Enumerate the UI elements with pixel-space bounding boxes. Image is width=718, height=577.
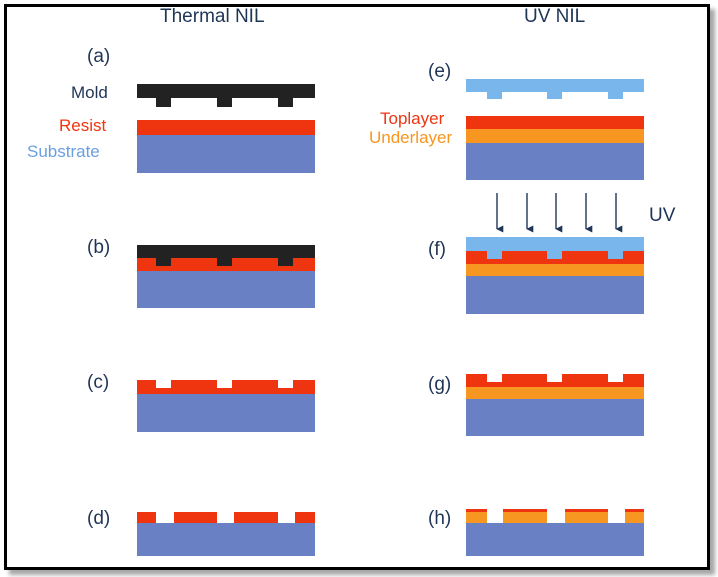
uv-arrows [496,193,623,233]
toplayer-label: Toplayer [380,109,445,128]
step-a-mold [137,84,315,107]
step-label-e: (e) [428,61,452,82]
uv-label: UV [649,205,676,226]
step-e-substrate [466,143,644,180]
uv-nil-title: UV NIL [524,6,586,27]
step-g-toplayer [466,374,644,387]
step-g-substrate [466,399,644,436]
step-a-substrate [137,135,315,173]
step-label-f: (f) [428,239,446,260]
step-label-h: (h) [428,508,452,529]
step-label-c: (c) [87,372,110,393]
step-label-g: (g) [428,374,452,395]
step-e-uv-mold [466,79,644,99]
step-f-underlayer [466,264,644,276]
step-e-underlayer [466,129,644,143]
step-a-resist [137,120,315,135]
step-label-b: (b) [87,237,111,258]
mold-label: Mold [71,83,108,102]
step-d-substrate [137,523,315,556]
step-e-toplayer [466,116,644,129]
resist-label: Resist [59,116,107,135]
step-c-substrate [137,394,315,432]
step-f-substrate [466,276,644,314]
thermal-nil-title: Thermal NIL [160,6,265,27]
step-label-a: (a) [87,46,111,67]
step-h-pattern [466,509,644,523]
substrate-label: Substrate [27,142,100,161]
underlayer-label: Underlayer [369,128,453,147]
step-h-substrate [466,523,644,556]
step-f-uv-mold [466,237,644,259]
step-c-resist [137,380,315,394]
step-b-mold [137,245,315,266]
step-b-substrate [137,271,315,308]
step-label-d: (d) [87,508,111,529]
step-g-underlayer [466,387,644,399]
step-d-resist [137,512,315,523]
